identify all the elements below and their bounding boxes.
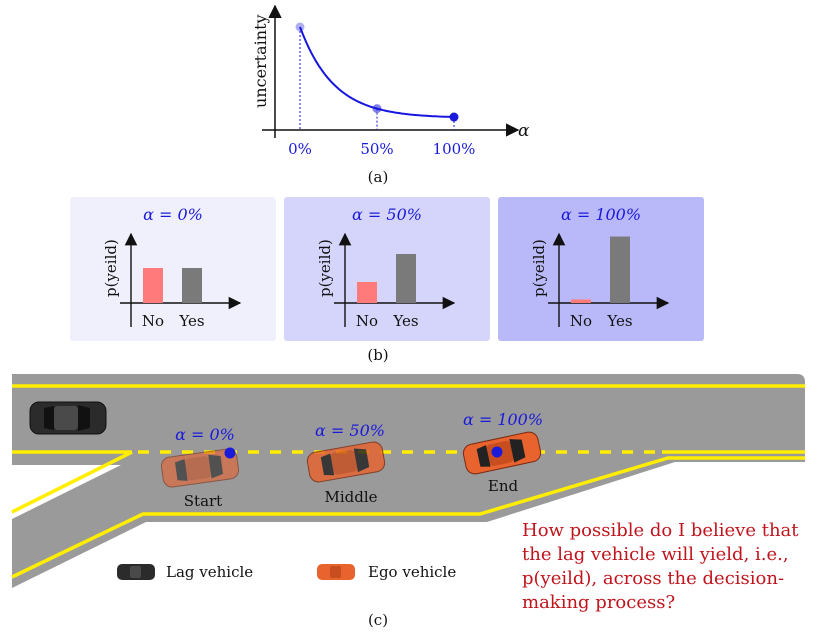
panel-c: α = 0% α = 50% α = 100% Start Middle End… xyxy=(11,374,805,629)
position-label-middle: Middle xyxy=(324,488,377,506)
road-surface xyxy=(12,374,805,588)
bar-panel-title: α = 0% xyxy=(143,205,203,224)
bar-category-label: Yes xyxy=(178,312,204,330)
bar-category-label: No xyxy=(356,312,378,330)
bar-yes xyxy=(396,254,416,303)
caption-c: (c) xyxy=(368,611,388,629)
curve-point xyxy=(372,104,382,114)
alpha-label-start: α = 0% xyxy=(175,425,235,444)
panel-a: uncertainty α 0% 50% 100% (a) xyxy=(251,4,530,186)
tick-label-50: 50% xyxy=(360,140,393,158)
bar-no xyxy=(143,268,163,303)
bar-axis-y-label: p(yeild) xyxy=(102,239,120,297)
legend-ego-icon xyxy=(317,564,355,580)
question-line-2: the lag vehicle will yield, i.e., xyxy=(522,544,789,565)
bar-axis-y-label: p(yeild) xyxy=(316,239,334,297)
axis-y-label: uncertainty xyxy=(251,14,270,108)
question-line-3: p(yeild), across the decision- xyxy=(522,568,784,589)
legend-lag-label: Lag vehicle xyxy=(166,563,253,581)
alpha-label-middle: α = 50% xyxy=(315,421,385,440)
curve-point xyxy=(449,112,459,122)
alpha-label-end: α = 100% xyxy=(463,410,543,429)
bar-panel-bg xyxy=(498,197,704,341)
position-label-start: Start xyxy=(184,492,222,510)
bar-yes xyxy=(610,236,630,303)
legend-ego-label: Ego vehicle xyxy=(368,563,456,581)
marker-start xyxy=(224,447,236,459)
uncertainty-curve xyxy=(299,26,455,118)
axis-x-label: α xyxy=(518,121,530,141)
caption-a: (a) xyxy=(368,168,389,186)
bar-category-label: Yes xyxy=(392,312,418,330)
chart-guides xyxy=(299,27,455,130)
bar-axis-y-label: p(yeild) xyxy=(530,239,548,297)
lag-vehicle xyxy=(29,401,107,435)
bar-category-label: Yes xyxy=(606,312,632,330)
bar-panel-bg xyxy=(284,197,490,341)
curve-point xyxy=(295,22,305,32)
legend-lag-icon xyxy=(117,564,155,580)
question-line-1: How possible do I believe that xyxy=(522,520,799,541)
bar-panel-bg xyxy=(70,197,276,341)
legend: Lag vehicle Ego vehicle xyxy=(117,563,456,581)
bar-panel-title: α = 50% xyxy=(352,205,422,224)
position-label-end: End xyxy=(488,477,519,495)
tick-label-100: 100% xyxy=(433,140,476,158)
marker-end xyxy=(491,446,503,458)
question-text: How possible do I believe that the lag v… xyxy=(522,520,799,613)
bar-yes xyxy=(182,268,202,303)
ramp-top-edge xyxy=(11,450,133,514)
bar-panel: α = 50% p(yeild) No Yes xyxy=(284,197,490,341)
bar-panel-title: α = 100% xyxy=(561,205,641,224)
curve-points xyxy=(295,22,459,122)
bar-category-label: No xyxy=(570,312,592,330)
bar-panel: α = 0% p(yeild) No Yes xyxy=(70,197,276,341)
tick-label-0: 0% xyxy=(288,140,312,158)
bar-no xyxy=(357,282,377,303)
ego-vehicle-middle xyxy=(306,441,386,483)
caption-b: (b) xyxy=(367,346,388,364)
bar-panel: α = 100% p(yeild) No Yes xyxy=(498,197,704,341)
bar-category-label: No xyxy=(142,312,164,330)
question-line-4: making process? xyxy=(522,592,675,613)
ego-vehicle-start xyxy=(160,448,240,488)
ramp-bottom-edge xyxy=(11,456,805,579)
bar-no xyxy=(571,299,591,303)
